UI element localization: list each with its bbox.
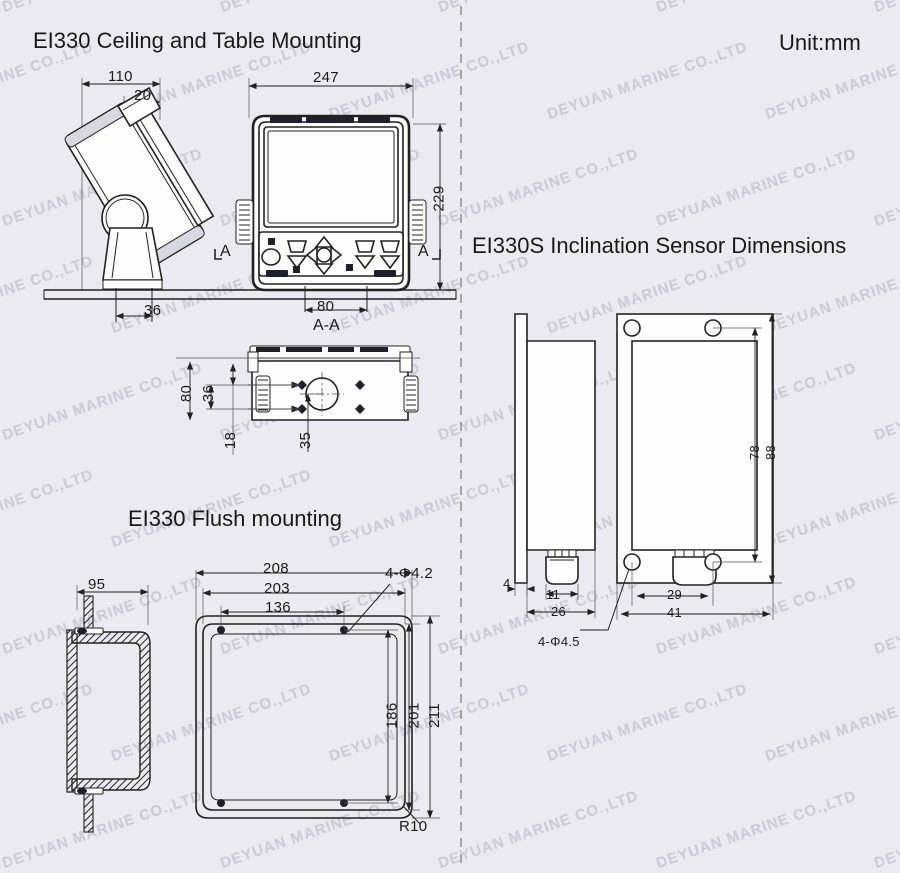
dim-flush-pitch-136: 136: [265, 599, 291, 616]
dim-flush-mid-201: 201: [405, 702, 423, 729]
dim-sensor-hole-note: 4-Φ4.5: [538, 634, 580, 649]
title-flush: EI330 Flush mounting: [128, 506, 343, 531]
dim-sensor-body-26: 26: [551, 604, 567, 619]
ceiling-front-view: [214, 78, 446, 314]
dim-sensor-height-88: 88: [763, 444, 779, 461]
dim-flush-outer-211: 211: [425, 703, 443, 728]
dim-side-depth-110: 110: [108, 68, 133, 85]
ceiling-side-view: [43, 78, 457, 322]
dim-flush-depth-95: 95: [88, 576, 106, 593]
title-sensor: EI330S Inclination Sensor Dimensions: [472, 233, 847, 258]
dim-aa-height-80: 80: [178, 384, 196, 403]
sensor-side-view: [507, 313, 596, 618]
dim-aa-offset-18: 18: [222, 431, 240, 450]
dim-sensor-conn-11: 11: [546, 587, 561, 602]
dim-side-offset-20: 20: [134, 87, 152, 104]
dim-front-width-247: 247: [313, 69, 339, 86]
flush-side-view: [66, 585, 151, 833]
unit-note: Unit:mm: [779, 30, 861, 55]
dim-flush-outer-208: 208: [263, 560, 289, 577]
section-mark-right-a: A: [418, 243, 429, 260]
dim-flush-mid-203: 203: [264, 580, 290, 597]
dim-side-base-36: 36: [144, 302, 162, 319]
section-aa-view: [176, 345, 420, 455]
section-mark-left-a: A: [220, 243, 231, 260]
title-ceiling-table: EI330 Ceiling and Table Mounting: [33, 28, 362, 53]
dim-base-width-80: 80: [317, 298, 335, 315]
dim-flush-radius-r10: R10: [399, 818, 428, 835]
dim-sensor-pitch-78: 78: [747, 444, 763, 461]
flush-front-view: [195, 569, 440, 825]
dim-aa-center-35: 35: [297, 431, 315, 450]
sensor-front-view: [580, 313, 782, 631]
dim-front-height-229: 229: [430, 185, 448, 212]
dim-flush-pitch-186: 186: [383, 702, 401, 729]
dim-sensor-pitch-29: 29: [667, 587, 683, 602]
dim-sensor-flange-4: 4: [503, 576, 511, 591]
section-label-aa: A-A: [313, 317, 340, 334]
dim-flush-hole-note: 4-Φ4.2: [385, 565, 433, 582]
dim-sensor-plate-41: 41: [667, 605, 683, 620]
dim-aa-inner-36: 36: [200, 384, 218, 403]
